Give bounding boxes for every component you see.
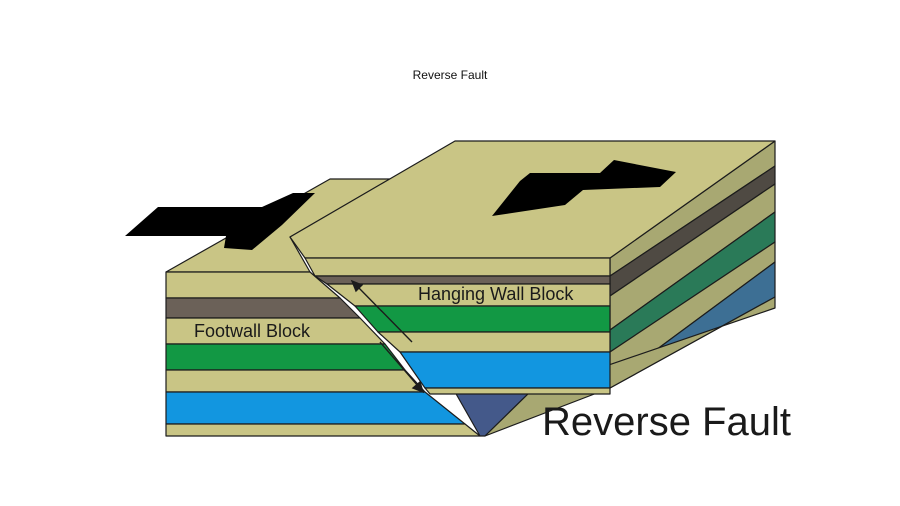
hanging-layer-brown [314, 275, 611, 285]
footwall-layer-blue [165, 391, 466, 425]
hanging-layer-green [354, 305, 611, 333]
footwall-layer-brown-1 [165, 297, 361, 319]
footwall-label: Footwall Block [194, 321, 311, 341]
footwall-layer-tan-3 [165, 369, 426, 393]
slip-arrow-down-head-icon [411, 380, 425, 394]
hanging-wall-label: Hanging Wall Block [418, 284, 574, 304]
hanging-wall-side-layers [484, 140, 776, 437]
footwall-layer-green [165, 343, 406, 371]
hanging-layer-blue [399, 351, 611, 389]
footwall-layer-tan-4 [165, 423, 481, 437]
side-layer-tan-4 [484, 296, 776, 437]
hanging-layer-tan-1 [304, 257, 611, 277]
slide-title: Reverse Fault [412, 68, 488, 82]
slip-arrow-down-line [379, 341, 419, 387]
hanging-wall-motion-arrow-icon [492, 160, 676, 216]
diagram-caption: Reverse Fault [542, 400, 791, 444]
slip-arrow-up-head-icon [350, 279, 364, 293]
hanging-layer-tan-3 [377, 331, 611, 353]
fault-slip-arrows [350, 279, 425, 394]
slip-arrow-up-line [356, 285, 413, 343]
hanging-wall-front-layers [304, 257, 611, 395]
footwall-motion-arrow-icon [125, 193, 315, 250]
hanging-layer-tan-4 [424, 387, 611, 395]
footwall-layer-tan-1 [165, 271, 341, 299]
